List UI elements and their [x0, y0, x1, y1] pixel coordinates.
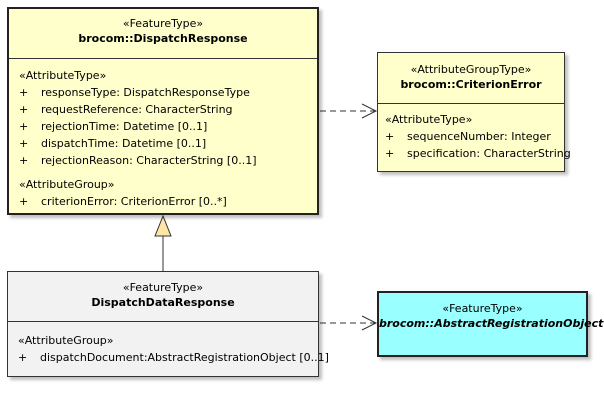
attribute-row[interactable]: + sequenceNumber: Integer — [385, 128, 571, 145]
attribute-text: requestReference: CharacterString — [41, 103, 233, 116]
attribute-group-compartment: «AttributeGroup» + dispatchDocument:Abstr… — [18, 332, 329, 366]
class-name: brocom::CriterionError — [400, 78, 542, 91]
class-name: DispatchDataResponse — [91, 296, 235, 309]
visibility-public: + — [18, 351, 28, 364]
attribute-group-stereotype: «AttributeGroup» — [18, 334, 114, 347]
class-header: «FeatureType» brocom::AbstractRegistrati… — [379, 301, 604, 331]
compartment-divider — [8, 321, 318, 322]
attribute-compartment: «AttributeType» + sequenceNumber: Integer… — [385, 111, 571, 162]
stereotype-label: «FeatureType» — [442, 302, 523, 315]
visibility-public: + — [19, 103, 29, 116]
class-header: «FeatureType» DispatchDataResponse — [8, 280, 318, 310]
attribute-text: rejectionReason: CharacterString [0..1] — [41, 154, 257, 167]
visibility-public: + — [19, 120, 29, 133]
visibility-public: + — [385, 130, 395, 143]
attribute-row[interactable]: + dispatchTime: Datetime [0..1] — [19, 135, 257, 152]
stereotype-label: «AttributeGroupType» — [410, 63, 532, 76]
attribute-row[interactable]: + rejectionTime: Datetime [0..1] — [19, 118, 257, 135]
compartment-divider — [9, 58, 317, 59]
visibility-public: + — [19, 154, 29, 167]
attribute-text: dispatchTime: Datetime [0..1] — [41, 137, 207, 150]
visibility-public: + — [19, 195, 29, 208]
class-dispatch-data-response[interactable]: «FeatureType» DispatchDataResponse «Attr… — [7, 271, 329, 377]
attribute-row[interactable]: + requestReference: CharacterString — [19, 101, 257, 118]
visibility-public: + — [19, 86, 29, 99]
attribute-compartment: «AttributeType» + responseType: DispatchR… — [19, 67, 257, 169]
attribute-text: rejectionTime: Datetime [0..1] — [41, 120, 208, 133]
attribute-group-compartment: «AttributeGroup» + criterionError: Criter… — [19, 176, 227, 210]
class-name: brocom::AbstractRegistrationObject — [379, 317, 604, 330]
stereotype-label: «FeatureType» — [122, 17, 204, 30]
attribute-type-stereotype: «AttributeType» — [19, 69, 107, 82]
attribute-row[interactable]: + dispatchDocument:AbstractRegistrationOb… — [18, 349, 329, 366]
dependency-dispatchresponse-to-criterionerror[interactable] — [320, 103, 378, 119]
attribute-text: dispatchDocument:AbstractRegistrationObj… — [40, 351, 329, 364]
attribute-text: responseType: DispatchResponseType — [41, 86, 250, 99]
attribute-text: criterionError: CriterionError [0..*] — [41, 195, 227, 208]
generalization-dispatchdataresponse-to-dispatchresponse[interactable] — [154, 214, 172, 271]
class-header: «AttributeGroupType» brocom::CriterionEr… — [378, 62, 564, 92]
visibility-public: + — [385, 147, 395, 160]
dependency-dispatchdataresponse-to-abstractregistrationobject[interactable] — [320, 315, 378, 331]
attribute-type-stereotype: «AttributeType» — [385, 113, 473, 126]
attribute-group-stereotype: «AttributeGroup» — [19, 178, 115, 191]
class-criterion-error[interactable]: «AttributeGroupType» brocom::CriterionEr… — [377, 52, 571, 172]
class-abstract-registration-object[interactable]: «FeatureType» brocom::AbstractRegistrati… — [377, 291, 604, 357]
class-header: «FeatureType» brocom::DispatchResponse — [9, 16, 317, 46]
attribute-row[interactable]: + responseType: DispatchResponseType — [19, 84, 257, 101]
attribute-row[interactable]: + specification: CharacterString — [385, 145, 571, 162]
compartment-divider — [378, 103, 564, 104]
attribute-text: sequenceNumber: Integer — [407, 130, 551, 143]
attribute-row[interactable]: + criterionError: CriterionError [0..*] — [19, 193, 227, 210]
class-name: brocom::DispatchResponse — [78, 32, 248, 45]
attribute-row[interactable]: + rejectionReason: CharacterString [0..1] — [19, 152, 257, 169]
stereotype-label: «FeatureType» — [122, 281, 204, 294]
visibility-public: + — [19, 137, 29, 150]
class-dispatch-response[interactable]: «FeatureType» brocom::DispatchResponse «… — [7, 7, 319, 215]
attribute-text: specification: CharacterString — [407, 147, 571, 160]
